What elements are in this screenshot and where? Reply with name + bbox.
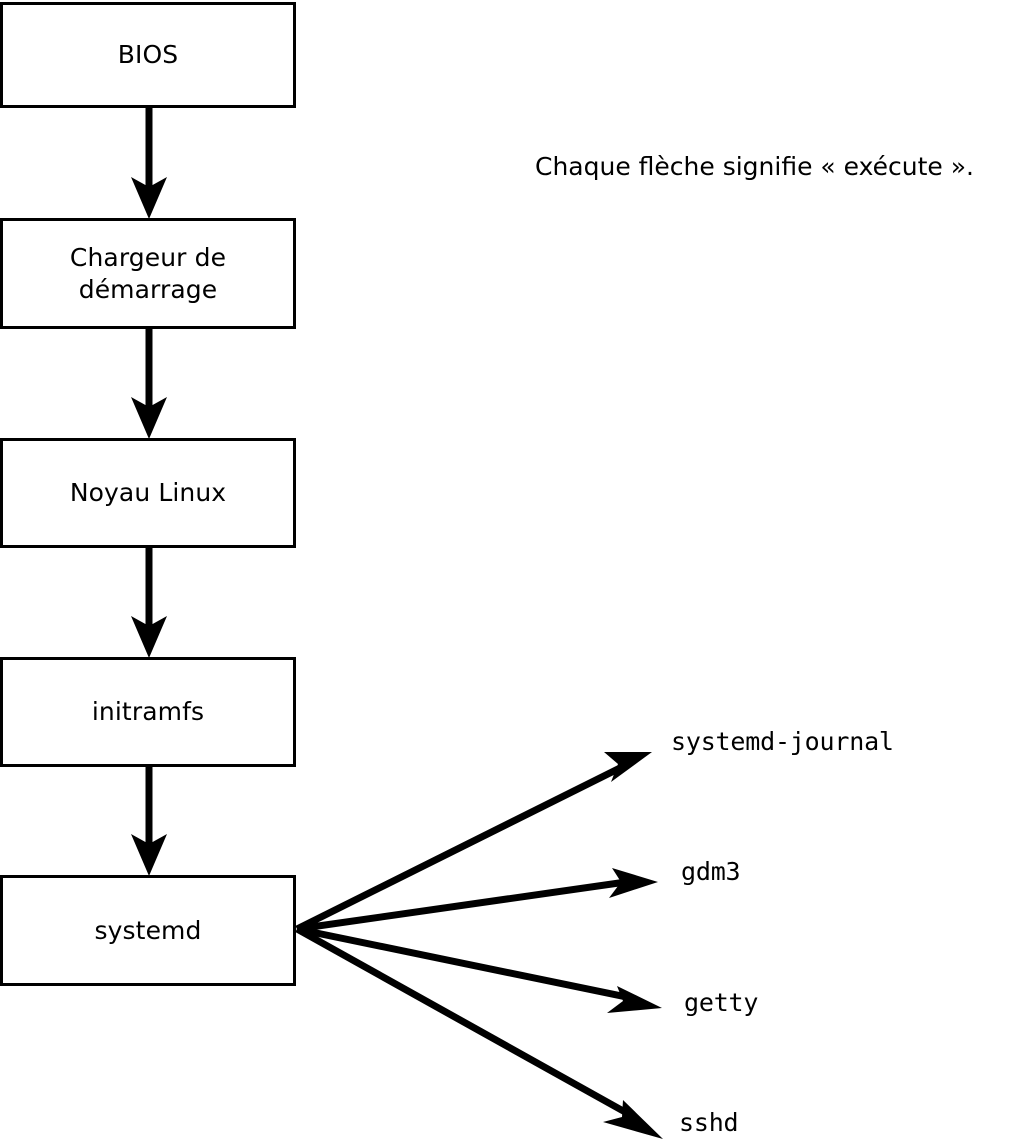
node-box-initramfs[interactable]: initramfs [0,657,296,767]
node-label-kernel: Noyau Linux [69,478,227,507]
fanout-arrow-gdm3 [296,868,658,933]
service-label-systemd-journal[interactable]: systemd-journal [671,727,894,756]
fanout-arrow-getty [296,925,662,1013]
node-label-systemd: systemd [94,915,202,945]
node-box-bootloader[interactable]: Chargeur de démarrage [0,218,296,329]
node-label-initramfs: initramfs [91,697,205,726]
chain-arrow-kernel-to-initramfs [131,548,167,658]
node-label-bios: BIOS [117,40,179,69]
node-label-bootloader: Chargeur de démarrage [69,242,227,304]
service-label-gdm3[interactable]: gdm3 [681,857,741,886]
service-label-sshd[interactable]: sshd [679,1108,739,1137]
chain-arrow-bios-to-bootloader [131,108,167,219]
node-box-systemd[interactable]: systemd [0,875,296,986]
fanout-arrow-systemd-journal [295,752,652,933]
fanout-arrow-sshd [295,925,663,1139]
node-box-bios[interactable]: BIOS [0,2,296,108]
chain-arrow-bootloader-to-kernel [131,329,167,439]
arrow-meaning-annotation: Chaque flèche signifie « exécute ». [535,152,974,181]
chain-arrow-initramfs-to-systemd [131,767,167,876]
service-label-getty[interactable]: getty [684,988,759,1017]
node-box-kernel[interactable]: Noyau Linux [0,438,296,548]
